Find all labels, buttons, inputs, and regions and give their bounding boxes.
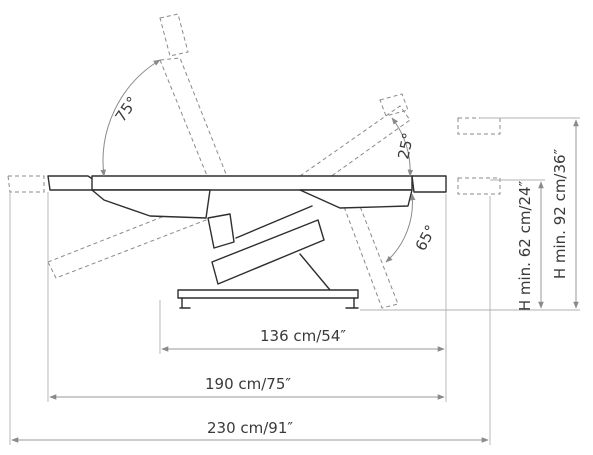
base (177, 289, 359, 299)
headrest (47, 175, 95, 191)
dim-label-height-62: H min. 62 cm/24″ (516, 180, 534, 311)
angle-arcs (100, 59, 416, 263)
ghost-headrest-raised (159, 13, 189, 57)
ghost-head-end (7, 175, 45, 193)
angle-label-leg-upper: 25° (394, 131, 417, 161)
table-solid (47, 175, 447, 309)
ghost-backrest-raised (159, 57, 231, 189)
angle-label-leg-lower: 65° (412, 222, 440, 254)
footrest (411, 175, 447, 193)
dim-label-230: 230 cm/91″ (207, 419, 293, 437)
tabletop (91, 175, 413, 191)
dim-label-height-92: H min. 92 cm/36″ (551, 148, 569, 279)
ghost-backrest-lowered (47, 201, 207, 279)
arc-backrest (100, 59, 161, 177)
arc-leg-lower (385, 193, 416, 263)
extension-lines (9, 117, 580, 445)
ghost-foot-extension-high (457, 117, 501, 135)
ghost-foot-extension-low (457, 177, 501, 195)
ghost-footrest-raised (379, 93, 409, 117)
arc-leg-upper (391, 117, 414, 177)
dimension-lines (11, 119, 579, 443)
lift-arm (235, 205, 331, 291)
dim-label-136: 136 cm/54″ (260, 327, 346, 345)
dim-label-190: 190 cm/75″ (205, 375, 291, 393)
lift-motor (211, 219, 325, 285)
angle-label-backrest: 75° (112, 93, 142, 125)
seat-frame (91, 189, 211, 219)
base-feet (179, 297, 359, 309)
lift-column (207, 213, 235, 249)
right-frame (299, 189, 413, 209)
